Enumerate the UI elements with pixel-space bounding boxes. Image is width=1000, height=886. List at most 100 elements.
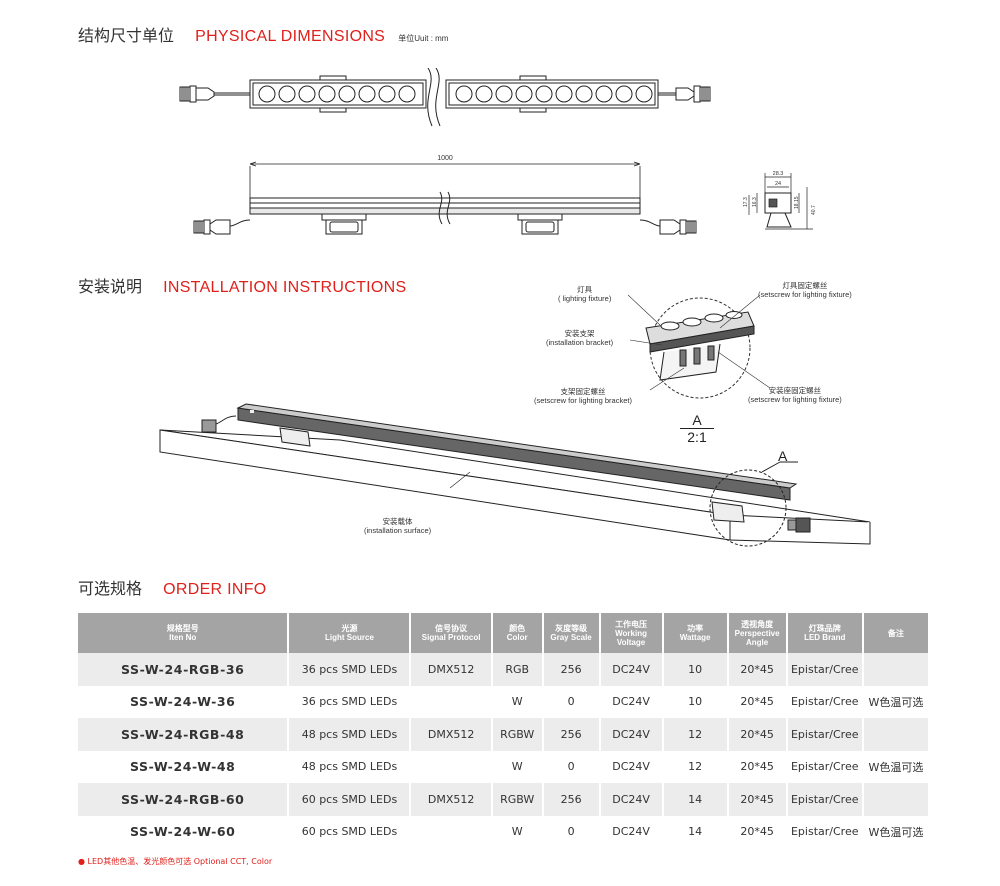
cell-remark: W色温可选: [862, 750, 928, 783]
footnote: ● LED其他色温、发光颜色可选 Optional CCT, Color: [78, 857, 273, 866]
cell-voltage: DC24V: [599, 653, 664, 686]
cell-led-brand: Epistar/Cree: [786, 653, 864, 686]
cell-item-no: SS-W-24-W-48: [78, 750, 290, 783]
cell-remark: [862, 718, 928, 751]
cell-gray-scale: 256: [542, 783, 601, 816]
label-installation-bracket: 安装支架(installation bracket): [546, 329, 614, 347]
detail-a-drawing: [645, 297, 755, 399]
cell-remark: [862, 653, 928, 686]
table-row: SS-W-24-W-36 36 pcs SMD LEDs W 0 DC24V 1…: [78, 685, 928, 718]
cell-signal-protocol: [410, 685, 493, 718]
cell-item-no: SS-W-24-RGB-36: [78, 653, 290, 686]
cell-color: RGBW: [491, 718, 544, 751]
cell-light-source: 60 pcs SMD LEDs: [288, 815, 412, 848]
cell-color: W: [491, 750, 544, 783]
installation-drawing: [159, 403, 871, 547]
leader-lines: [627, 294, 771, 391]
order-title-en: ORDER INFO: [163, 581, 267, 598]
label-screw-base: 安装座固定螺丝(setscrew for lighting fixture): [748, 386, 842, 404]
length-dimension: 1000: [437, 155, 453, 162]
cell-signal-protocol: DMX512: [410, 653, 493, 686]
cell-wattage: 10: [662, 653, 729, 686]
cell-voltage: DC24V: [599, 815, 664, 848]
cell-wattage: 12: [662, 750, 729, 783]
cell-led-brand: Epistar/Cree: [786, 685, 864, 718]
dim-width-outer: 28.3: [773, 171, 784, 177]
cell-led-brand: Epistar/Cree: [786, 815, 864, 848]
detail-scale: 2:1: [680, 428, 714, 445]
cell-led-brand: Epistar/Cree: [786, 718, 864, 751]
cell-signal-protocol: [410, 815, 493, 848]
cell-angle: 20*45: [727, 783, 788, 816]
cell-voltage: DC24V: [599, 750, 664, 783]
cell-color: W: [491, 685, 544, 718]
installation-title-en: INSTALLATION INSTRUCTIONS: [163, 279, 407, 296]
callout-a: A: [778, 448, 788, 464]
cell-wattage: 14: [662, 815, 729, 848]
physical-title-en: PHYSICAL DIMENSIONS: [195, 28, 386, 45]
cell-angle: 20*45: [727, 815, 788, 848]
cell-angle: 20*45: [727, 653, 788, 686]
cell-light-source: 36 pcs SMD LEDs: [288, 653, 412, 686]
table-row: SS-W-24-RGB-48 48 pcs SMD LEDs DMX512 RG…: [78, 718, 928, 751]
header-remark: 备注: [862, 613, 928, 653]
cell-gray-scale: 0: [542, 750, 601, 783]
installation-title-cn: 安装说明: [78, 277, 143, 296]
physical-dimensions-title: 结构尺寸单位 PHYSICAL DIMENSIONS 单位Uuit : mm: [78, 22, 448, 46]
cell-color: RGBW: [491, 783, 544, 816]
cell-remark: [862, 783, 928, 816]
cell-item-no: SS-W-24-W-36: [78, 685, 290, 718]
label-installation-surface: 安装载体(installation surface): [364, 517, 432, 535]
cell-signal-protocol: DMX512: [410, 783, 493, 816]
installation-title: 安装说明 INSTALLATION INSTRUCTIONS: [78, 273, 406, 297]
table-row: SS-W-24-RGB-60 60 pcs SMD LEDs DMX512 RG…: [78, 783, 928, 816]
dim-height-a: 17.3: [743, 197, 749, 207]
top-view-drawing: [179, 68, 711, 127]
side-section-drawing: 28.3 24 17.3 16.3 18.15 40.7: [743, 171, 817, 230]
unit-label: 单位Uuit : mm: [398, 34, 449, 43]
cell-voltage: DC24V: [599, 783, 664, 816]
detail-a-label: A 2:1: [680, 412, 714, 445]
cell-gray-scale: 256: [542, 718, 601, 751]
cell-wattage: 10: [662, 685, 729, 718]
cell-item-no: SS-W-24-RGB-48: [78, 718, 290, 751]
cell-signal-protocol: DMX512: [410, 718, 493, 751]
order-info-title: 可选规格 ORDER INFO: [78, 575, 267, 599]
cell-angle: 20*45: [727, 750, 788, 783]
dim-height-c: 18.15: [794, 196, 800, 209]
cell-light-source: 60 pcs SMD LEDs: [288, 783, 412, 816]
table-row: SS-W-24-W-48 48 pcs SMD LEDs W 0 DC24V 1…: [78, 750, 928, 783]
label-screw-fixture: 灯具固定螺丝(setscrew for lighting fixture): [758, 281, 852, 299]
cell-light-source: 48 pcs SMD LEDs: [288, 750, 412, 783]
dim-height-b: 16.3: [752, 197, 758, 207]
table-row: SS-W-24-RGB-36 36 pcs SMD LEDs DMX512 RG…: [78, 653, 928, 686]
cell-light-source: 36 pcs SMD LEDs: [288, 685, 412, 718]
cell-item-no: SS-W-24-W-60: [78, 815, 290, 848]
cell-light-source: 48 pcs SMD LEDs: [288, 718, 412, 751]
dim-width-inner: 24: [775, 181, 781, 187]
cell-voltage: DC24V: [599, 685, 664, 718]
cell-item-no: SS-W-24-RGB-60: [78, 783, 290, 816]
cell-gray-scale: 256: [542, 653, 601, 686]
order-title-cn: 可选规格: [78, 579, 143, 598]
cell-led-brand: Epistar/Cree: [786, 750, 864, 783]
cell-color: RGB: [491, 653, 544, 686]
cell-wattage: 14: [662, 783, 729, 816]
cell-angle: 20*45: [727, 718, 788, 751]
cell-led-brand: Epistar/Cree: [786, 783, 864, 816]
cell-remark: W色温可选: [862, 815, 928, 848]
front-view-drawing: 1000: [193, 155, 697, 235]
cell-wattage: 12: [662, 718, 729, 751]
cell-gray-scale: 0: [542, 815, 601, 848]
cell-signal-protocol: [410, 750, 493, 783]
